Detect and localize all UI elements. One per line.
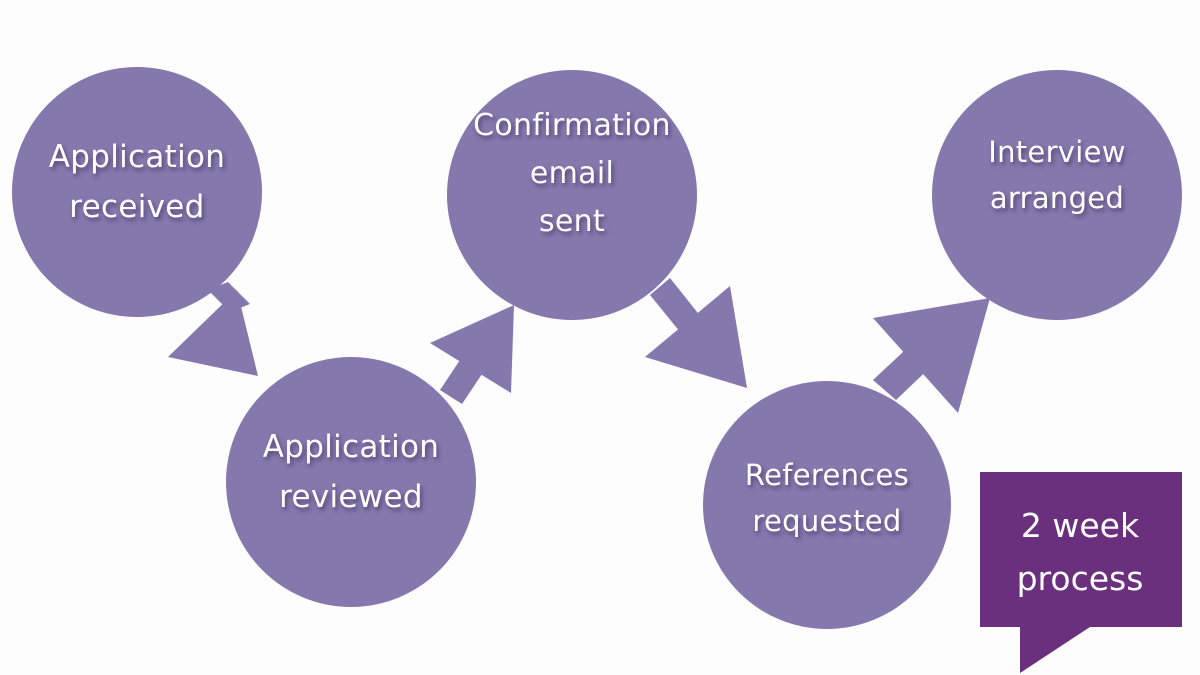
step-application-received: Application received bbox=[12, 67, 262, 317]
step-references-requested: References requested bbox=[703, 381, 951, 629]
step-confirmation-email-sent: Confirmation email sent bbox=[447, 70, 697, 320]
step-label-line: Application bbox=[262, 429, 440, 466]
step-label-line: Application bbox=[48, 139, 226, 176]
callout-line: process bbox=[1016, 558, 1144, 598]
step-label: Application received bbox=[49, 133, 226, 232]
step-interview-arranged: Interview arranged bbox=[932, 70, 1182, 320]
step-label-line: References bbox=[744, 457, 910, 492]
duration-callout-text: 2 week process bbox=[980, 480, 1180, 625]
callout-line: 2 week bbox=[1020, 505, 1140, 545]
step-label-line: received bbox=[69, 189, 205, 225]
step-label: Interview arranged bbox=[988, 129, 1126, 222]
step-label-line: email bbox=[529, 156, 615, 191]
step-label-line: arranged bbox=[989, 181, 1125, 215]
step-label-line: Confirmation bbox=[473, 108, 671, 143]
arrow-4-to-5 bbox=[873, 298, 990, 413]
step-label-line: reviewed bbox=[279, 479, 423, 515]
arrow-3-to-4 bbox=[645, 278, 747, 388]
step-label: Application reviewed bbox=[263, 423, 440, 522]
step-application-reviewed: Application reviewed bbox=[226, 357, 476, 607]
step-label: References requested bbox=[745, 452, 909, 545]
step-label-line: sent bbox=[538, 204, 606, 239]
step-label-line: Interview bbox=[988, 134, 1126, 169]
arrow-1-to-2 bbox=[168, 282, 258, 376]
arrow-2-to-3 bbox=[430, 305, 514, 404]
step-label-line: requested bbox=[752, 504, 902, 538]
step-label: Confirmation email sent bbox=[473, 102, 671, 246]
